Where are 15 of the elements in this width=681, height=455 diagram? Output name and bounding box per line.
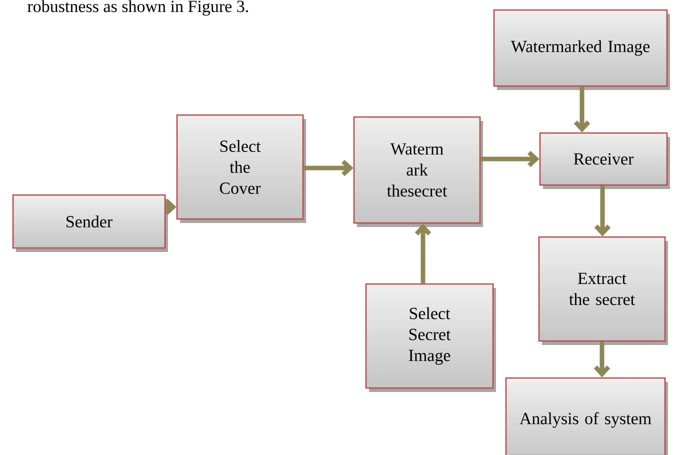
arrow — [594, 186, 611, 236]
body-text: robustness as shown in Figure 3. — [28, 0, 248, 16]
process-box: Sender — [12, 194, 168, 252]
process-box: Receiver — [539, 132, 670, 189]
process-box: Extract the secret — [538, 236, 668, 345]
arrow — [480, 150, 540, 168]
arrow — [574, 86, 590, 132]
arrow — [594, 342, 610, 378]
process-box: Watermarked Image — [493, 9, 670, 90]
arrow — [414, 224, 432, 284]
arrow — [304, 160, 354, 176]
process-box: Select the Cover — [176, 114, 306, 223]
process-box: Analysis of system — [505, 377, 668, 455]
process-box: Waterm ark thesecret — [353, 116, 483, 227]
process-box: Select Secret Image — [365, 283, 496, 392]
